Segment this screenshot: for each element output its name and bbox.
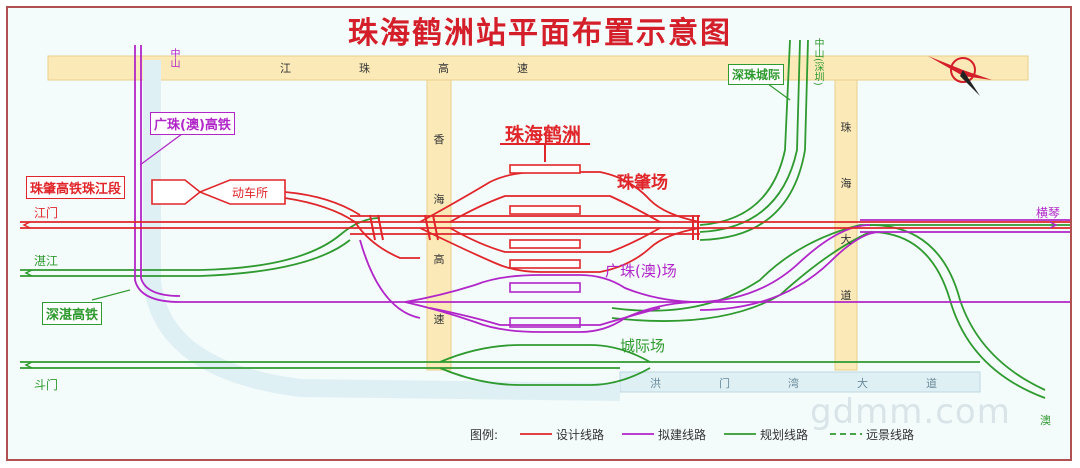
road-corridor-curve [143, 60, 621, 401]
watermark: gdmm.com [810, 392, 1011, 432]
legend-title: 图例: [470, 428, 499, 442]
label-depot: 动车所 [232, 186, 269, 200]
road-label-jiangzhu: 江珠高速 [280, 62, 596, 75]
legend-designed: 设计线路 [556, 428, 605, 442]
road-label-hemenwan: 洪门湾大道 [650, 377, 995, 390]
yard-zhuzhao: 珠肇场 [617, 173, 668, 193]
proposed-platform-2 [509, 317, 581, 328]
leader-zhanzhan [91, 289, 131, 301]
road-hemenwan [619, 371, 981, 393]
intercity-yard [439, 344, 651, 386]
yard-chengji: 城际场 [620, 337, 666, 355]
station-name: 珠海鹤洲 [505, 124, 582, 146]
compass-icon [928, 56, 992, 96]
label-zhuzhao-hsr: 珠肇高铁珠江段 [26, 176, 126, 199]
direction-arrows [22, 221, 1058, 229]
legend-proposed: 拟建线路 [658, 428, 707, 442]
proposed-platform-1 [509, 282, 581, 293]
legend-planned: 规划线路 [760, 428, 809, 442]
label-jiangmen: 江门 [34, 206, 59, 220]
road-xianghai [426, 79, 452, 371]
label-hengqin: 横琴 [1036, 206, 1061, 220]
label-zhongshan-left: 中山 [168, 48, 179, 68]
depot-shape [151, 179, 286, 205]
label-zhongshan-right: 中山(深圳) [812, 38, 823, 86]
direction-arrows-green [24, 269, 33, 369]
road-label-zhuhai: 珠海大道 [840, 121, 852, 302]
station-bracket [500, 143, 590, 162]
crossover-marks [369, 214, 699, 241]
designed-platforms [509, 164, 581, 269]
proposed-lines [134, 45, 1070, 333]
label-zhanjiang: 湛江 [34, 254, 59, 268]
road-jiangzhu [47, 55, 1029, 81]
road-label-xianghai: 香海高速 [433, 133, 445, 326]
label-guangzhu-hsr: 广珠(澳)高铁 [150, 112, 235, 135]
legend-longterm: 远景线路 [866, 428, 915, 442]
designed-lines [20, 171, 1070, 273]
label-shenzhu-intercity: 深珠城际 [728, 64, 785, 85]
label-macau: 澳 [1040, 414, 1051, 427]
label-zhanzhan-hsr: 深湛高铁 [42, 302, 103, 325]
yard-guangzhu: 广珠(澳)场 [605, 262, 677, 280]
diagram-title: 珠海鹤洲站平面布置示意图 [348, 16, 732, 51]
label-doumen: 斗门 [34, 378, 59, 392]
